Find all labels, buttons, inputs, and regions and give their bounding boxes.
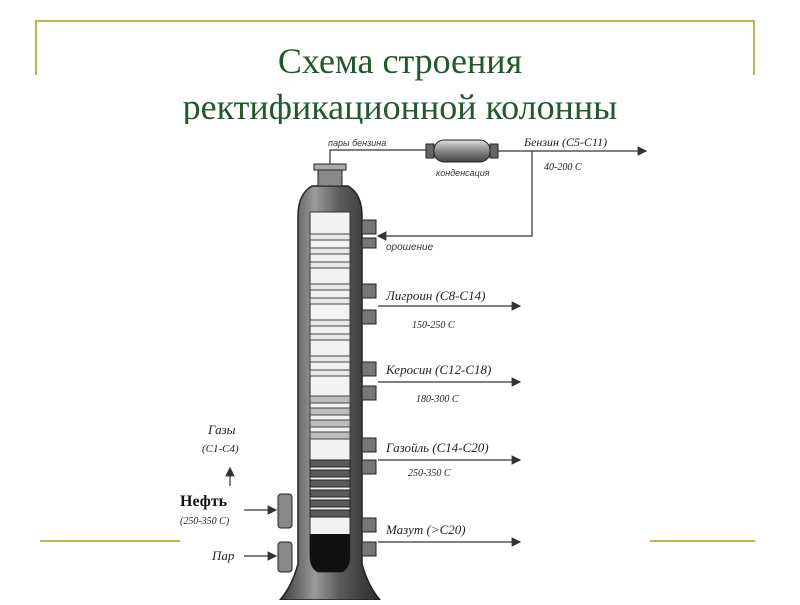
gases-label: Газы [207, 422, 236, 437]
slide-title-line-1: Схема строения [277, 41, 523, 81]
slide-title-line-2: ректификационной колонны [182, 87, 618, 127]
reflux-line [376, 151, 533, 241]
trays-lower [309, 459, 351, 518]
frame-right-line [753, 20, 755, 75]
feed-nozzles [277, 493, 293, 573]
condenser-icon [425, 139, 499, 163]
side-nozzles [361, 219, 377, 557]
vapour-label: пары бензина [328, 138, 386, 148]
frame-top-line [35, 20, 755, 22]
feed-temp: (250-350 C) [180, 516, 230, 527]
distillation-diagram: пары бензина конденсация Бензин (C5-C11)… [180, 124, 650, 601]
column-residue [310, 534, 350, 572]
frame-bottom-line-left [40, 540, 180, 542]
condenser-label: конденсация [436, 168, 490, 178]
feed-label: Нефть [180, 493, 228, 510]
output-temp-ligroin: 150-250 C [412, 320, 455, 331]
trays-upper [309, 233, 351, 377]
column-cap [317, 167, 343, 187]
steam-label: Пар [211, 548, 235, 563]
output-name-kerosene: Керосин (C12-C18) [385, 362, 491, 377]
gases-formula: (C1-C4) [202, 443, 239, 455]
output-temp-gasoil: 250-350 C [408, 468, 451, 479]
vapour-line [329, 149, 426, 164]
distillation-column-icon: пары бензина конденсация Бензин (C5-C11)… [180, 135, 648, 601]
output-name-ligroin: Лигроин (C8-C14) [385, 288, 485, 303]
output-name-gasoil: Газойль (C14-C20) [385, 440, 489, 455]
output-name-gasoline: Бензин (C5-C11) [523, 135, 607, 149]
frame-left-line [35, 20, 37, 75]
column-cap-top [313, 163, 347, 171]
output-temp-gasoline: 40-200 C [544, 162, 582, 173]
reflux-label: орошение [386, 242, 434, 253]
frame-bottom-line-right [650, 540, 755, 542]
output-name-mazut: Мазут (>C20) [385, 522, 466, 537]
output-temp-kerosene: 180-300 C [416, 394, 459, 405]
trays-middle [309, 395, 351, 440]
